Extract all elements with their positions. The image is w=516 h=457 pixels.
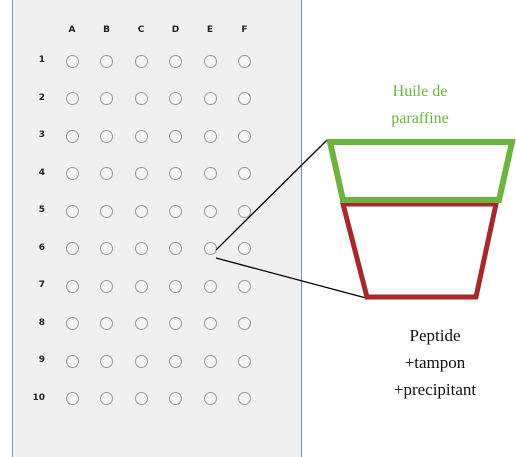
well-b1[interactable]	[100, 54, 113, 68]
well-a1[interactable]	[65, 54, 79, 68]
well-e5[interactable]	[203, 204, 217, 218]
well-f1[interactable]	[238, 54, 251, 68]
column-label-b: B	[103, 25, 110, 35]
column-label-f: F	[241, 25, 248, 35]
row-label-8: 8	[38, 317, 45, 328]
well-f5[interactable]	[238, 204, 251, 218]
row-label-1: 1	[38, 55, 45, 65]
well-d4[interactable]	[169, 167, 182, 180]
well-b2[interactable]	[100, 92, 113, 105]
well-b6[interactable]	[100, 242, 113, 255]
well-d2[interactable]	[169, 92, 182, 105]
well-a5[interactable]	[65, 204, 79, 218]
row-label-3: 3	[38, 130, 45, 140]
well-e8[interactable]	[203, 317, 217, 330]
well-b5[interactable]	[100, 204, 113, 218]
well-b10[interactable]	[100, 392, 113, 405]
drop-label-line1: Peptide	[409, 326, 461, 345]
column-label-a: A	[68, 25, 76, 35]
drop-layer-outline	[339, 201, 500, 300]
well-c1[interactable]	[134, 54, 148, 68]
column-label-e: E	[206, 25, 214, 35]
well-a9[interactable]	[65, 354, 79, 368]
oil-layer-outline	[326, 139, 516, 203]
well-d10[interactable]	[169, 392, 182, 405]
well-f3[interactable]	[238, 129, 251, 143]
well-plate: A B C D E F 1 2 3 4 5 6 7 8 9 10	[12, 0, 302, 457]
well-f9[interactable]	[238, 354, 251, 368]
well-e4[interactable]	[203, 167, 217, 180]
well-b7[interactable]	[100, 279, 113, 293]
well-d8[interactable]	[169, 317, 182, 330]
well-a2[interactable]	[65, 92, 79, 105]
well-d9[interactable]	[169, 354, 182, 368]
column-label-d: D	[171, 25, 180, 35]
well-f2[interactable]	[238, 92, 251, 105]
well-a7[interactable]	[65, 279, 79, 293]
well-b3[interactable]	[100, 129, 113, 143]
well-f4[interactable]	[238, 167, 251, 180]
drop-label-line2: +tampon	[404, 353, 466, 372]
well-a6[interactable]	[65, 242, 79, 255]
well-c5[interactable]	[134, 204, 148, 218]
zoom-line-top	[215, 139, 328, 251]
well-e9[interactable]	[203, 354, 217, 368]
row-label-2: 2	[38, 92, 45, 103]
well-f8[interactable]	[238, 317, 251, 330]
well-d3[interactable]	[169, 129, 182, 143]
well-a3[interactable]	[65, 129, 79, 143]
well-c6[interactable]	[134, 242, 148, 255]
well-c3[interactable]	[134, 129, 148, 143]
well-e6[interactable]	[203, 242, 217, 255]
well-e7[interactable]	[203, 279, 217, 293]
well-b8[interactable]	[100, 317, 113, 330]
well-e1[interactable]	[203, 54, 217, 68]
zoom-line-bottom	[215, 257, 367, 299]
well-c8[interactable]	[134, 317, 148, 330]
well-c2[interactable]	[134, 92, 148, 105]
oil-label-line1: Huile de	[392, 83, 448, 100]
well-c9[interactable]	[134, 354, 148, 368]
row-label-9: 9	[38, 355, 45, 365]
well-f6[interactable]	[238, 242, 251, 255]
well-a8[interactable]	[65, 317, 79, 330]
well-b9[interactable]	[100, 354, 113, 368]
well-a4[interactable]	[65, 167, 79, 180]
well-b4[interactable]	[100, 167, 113, 180]
well-d7[interactable]	[169, 279, 182, 293]
row-label-7: 7	[38, 280, 45, 290]
well-f10[interactable]	[238, 392, 251, 405]
well-c10[interactable]	[134, 392, 148, 405]
oil-layer-label: Huile de paraffine	[350, 78, 490, 132]
row-label-10: 10	[32, 392, 45, 403]
well-e10[interactable]	[203, 392, 217, 405]
drop-label-line3: +precipitant	[393, 380, 477, 399]
well-e2[interactable]	[203, 92, 217, 105]
oil-label-line2: paraffine	[391, 110, 449, 127]
row-label-5: 5	[38, 205, 45, 215]
well-d1[interactable]	[169, 54, 182, 68]
well-c7[interactable]	[134, 279, 148, 293]
well-d6[interactable]	[169, 242, 182, 255]
row-label-4: 4	[38, 167, 45, 178]
well-c4[interactable]	[134, 167, 148, 180]
drop-composition-label: Peptide +tampon +precipitant	[370, 322, 500, 403]
column-label-c: C	[137, 25, 145, 35]
well-e3[interactable]	[203, 129, 217, 143]
well-a10[interactable]	[65, 392, 79, 405]
well-f7[interactable]	[238, 279, 251, 293]
well-d5[interactable]	[169, 204, 182, 218]
row-label-6: 6	[38, 242, 45, 253]
